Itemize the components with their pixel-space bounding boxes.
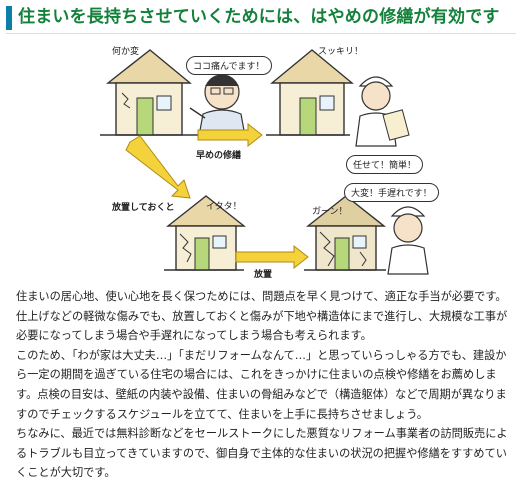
bubble-too-late: 大変！手遅れです！	[344, 183, 439, 202]
paragraph-inspection: このため、「わが家は大丈夫…」「まだリフォームなんて…」と思っていらっしゃる方で…	[16, 348, 507, 421]
inspector-pointing	[189, 74, 246, 137]
label-early-repair: 早めの修繕	[196, 151, 242, 161]
house-damaged	[164, 195, 247, 271]
body-text: 住まいの居心地、使い心地を長く保つためには、問題点を早く見つけて、適正な手当が必…	[16, 287, 514, 483]
bubble-easy: 任せて！簡単！	[346, 155, 424, 174]
house-something-wrong	[100, 49, 198, 136]
label-neglect: 放置	[254, 270, 273, 280]
title-accent-bar	[6, 6, 12, 30]
house-refreshed	[266, 49, 354, 136]
house-ruined	[304, 195, 387, 271]
page-title: 住まいを長持ちさせていくためには、はやめの修繕が有効です	[18, 7, 500, 27]
worker-alarmed	[387, 206, 429, 275]
illustration-drawing	[100, 49, 429, 275]
title-bar: 住まいを長持ちさせていくためには、はやめの修繕が有効です	[0, 0, 521, 36]
repair-illustration: 何か変 ココ痛んでます！ 早めの修繕 スッキリ！ 任せて！簡単！ 放置しておくと…	[0, 38, 521, 280]
title-divider	[6, 33, 516, 34]
paragraph-caution: ちなみに、最近では無料診断などをセールストークにした悪質なリフォーム事業者の訪問…	[16, 427, 508, 480]
label-refreshed: スッキリ！	[318, 47, 364, 57]
arrow-neglect	[235, 244, 309, 270]
paragraph-maintenance: 住まいの居心地、使い心地を長く保つためには、問題点を早く見つけて、適正な手当が必…	[16, 290, 508, 343]
bubble-damaged: ココ痛んでます！	[186, 56, 272, 75]
arrow-leave-it	[125, 135, 191, 199]
label-ouch: イタタ！	[206, 202, 242, 212]
label-something-wrong: 何か変	[112, 47, 140, 57]
label-shock: ガーン！	[312, 207, 348, 217]
worker-thumbs-up	[355, 76, 410, 147]
arrow-early-repair	[197, 122, 263, 148]
label-leave-it: 放置しておくと	[112, 203, 175, 213]
